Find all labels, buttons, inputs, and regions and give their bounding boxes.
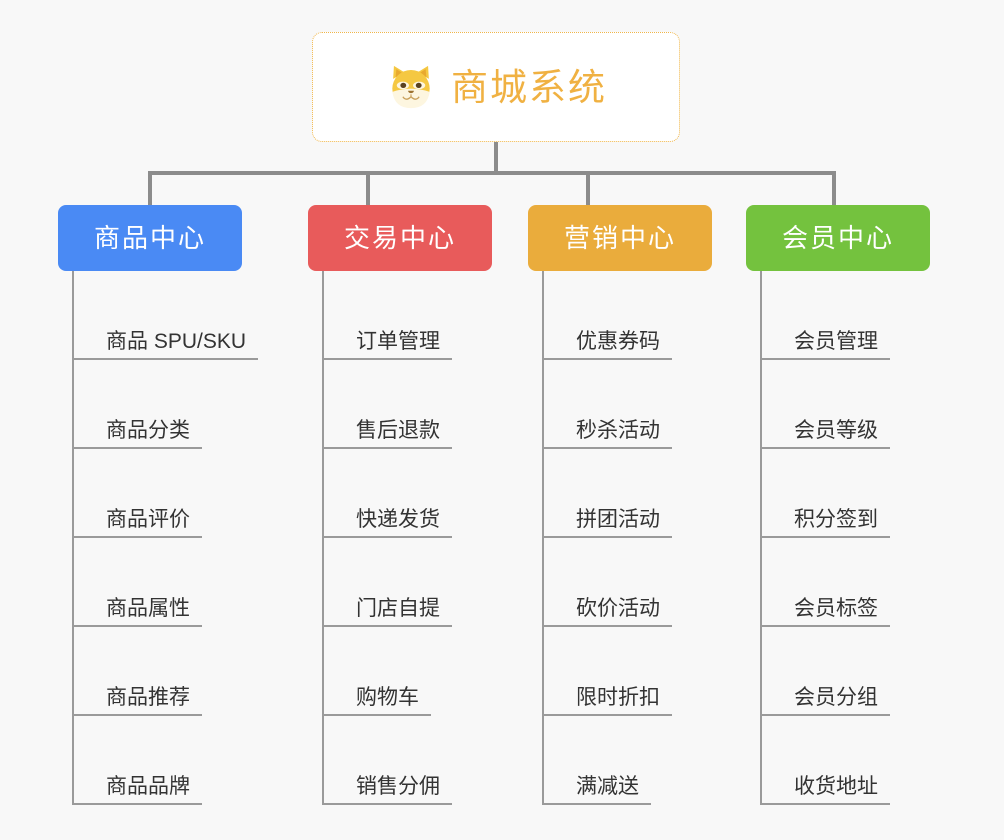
shiba-dog-emoji: [392, 65, 430, 109]
leaf-underline: 拼团活动: [542, 508, 672, 538]
leaf-item[interactable]: 购物车: [322, 627, 431, 716]
leaf-item[interactable]: 商品属性: [72, 538, 202, 627]
leaf-underline: 限时折扣: [542, 686, 672, 716]
branch-box-member[interactable]: 会员中心: [746, 205, 930, 271]
leaf-item-label: 优惠券码: [576, 329, 660, 353]
leaf-underline: 会员等级: [760, 419, 890, 449]
leaf-item-label: 商品品牌: [106, 774, 190, 798]
leaf-underline: 商品评价: [72, 508, 202, 538]
leaf-item-label: 快递发货: [356, 507, 440, 531]
leaf-underline: 商品 SPU/SKU: [72, 329, 259, 360]
leaf-item[interactable]: 会员标签: [760, 538, 890, 627]
leaf-underline: 订单管理: [322, 330, 452, 360]
leaf-item-label: 商品推荐: [106, 685, 190, 709]
leaf-item-label: 售后退款: [356, 418, 440, 442]
connector-drop-3: [586, 171, 590, 207]
leaf-item[interactable]: 门店自提: [322, 538, 452, 627]
connector-drop-4: [832, 171, 836, 207]
leaf-underline: 门店自提: [322, 597, 452, 627]
leaf-item[interactable]: 商品品牌: [72, 716, 202, 805]
connector-stem: [494, 142, 498, 174]
leaf-underline: 售后退款: [322, 419, 452, 449]
leaf-item-label: 会员分组: [794, 685, 878, 709]
leaf-item[interactable]: 秒杀活动: [542, 360, 672, 449]
leaf-item[interactable]: 商品评价: [72, 449, 202, 538]
leaf-item[interactable]: 会员管理: [760, 271, 890, 360]
leaf-item[interactable]: 商品 SPU/SKU: [72, 271, 259, 360]
leaf-item[interactable]: 售后退款: [322, 360, 452, 449]
leaf-underline: 快递发货: [322, 508, 452, 538]
leaf-item[interactable]: 限时折扣: [542, 627, 672, 716]
leaf-item[interactable]: 会员等级: [760, 360, 890, 449]
leaf-trunk-line: [760, 271, 762, 805]
branch-box-trade[interactable]: 交易中心: [308, 205, 492, 271]
leaf-item[interactable]: 销售分佣: [322, 716, 452, 805]
leaf-trunk-line: [322, 271, 324, 805]
branch-box-product[interactable]: 商品中心: [58, 205, 242, 271]
leaf-item[interactable]: 优惠券码: [542, 271, 672, 360]
leaf-item[interactable]: 会员分组: [760, 627, 890, 716]
root-title: 商城系统: [451, 66, 607, 108]
leaf-underline: 满减送: [542, 775, 651, 805]
leaf-underline: 商品推荐: [72, 686, 202, 716]
leaf-item[interactable]: 积分签到: [760, 449, 890, 538]
leaf-item-label: 砍价活动: [576, 596, 660, 620]
leaf-item-label: 商品评价: [106, 507, 190, 531]
leaf-item-label: 购物车: [356, 685, 419, 709]
leaf-item-label: 秒杀活动: [576, 418, 660, 442]
leaf-item-label: 收货地址: [794, 774, 878, 798]
leaf-item[interactable]: 拼团活动: [542, 449, 672, 538]
leaf-underline: 会员标签: [760, 597, 890, 627]
leaf-item-label: 满减送: [576, 774, 639, 798]
leaf-item-label: 商品 SPU/SKU: [106, 329, 247, 353]
leaf-trunk-line: [72, 271, 74, 805]
branch-box-marketing[interactable]: 营销中心: [528, 205, 712, 271]
leaf-item[interactable]: 砍价活动: [542, 538, 672, 627]
leaf-item[interactable]: 快递发货: [322, 449, 452, 538]
leaf-item[interactable]: 收货地址: [760, 716, 890, 805]
leaf-item-label: 订单管理: [356, 329, 440, 353]
leaf-underline: 秒杀活动: [542, 419, 672, 449]
leaf-trunk-line: [542, 271, 544, 805]
leaf-item-label: 会员标签: [794, 596, 878, 620]
connector-spine: [148, 171, 836, 175]
leaf-item-label: 会员等级: [794, 418, 878, 442]
root-node[interactable]: 商城系统: [312, 32, 680, 142]
branch-label: 会员中心: [781, 223, 894, 253]
leaf-underline: 购物车: [322, 686, 431, 716]
connector-drop-1: [148, 171, 152, 207]
leaf-underline: 商品品牌: [72, 775, 202, 805]
leaf-underline: 收货地址: [760, 775, 890, 805]
leaf-underline: 销售分佣: [322, 775, 452, 805]
branch-label: 交易中心: [343, 223, 456, 253]
leaf-underline: 会员分组: [760, 686, 890, 716]
leaf-underline: 积分签到: [760, 508, 890, 538]
leaf-item[interactable]: 商品推荐: [72, 627, 202, 716]
leaf-item-label: 销售分佣: [356, 774, 440, 798]
leaf-item[interactable]: 订单管理: [322, 271, 452, 360]
leaf-underline: 商品属性: [72, 597, 202, 627]
leaf-underline: 商品分类: [72, 419, 202, 449]
leaf-underline: 优惠券码: [542, 330, 672, 360]
branch-label: 商品中心: [93, 223, 206, 253]
leaf-item[interactable]: 商品分类: [72, 360, 202, 449]
leaf-item-label: 门店自提: [356, 596, 440, 620]
leaf-item-label: 会员管理: [794, 329, 878, 353]
leaf-item-label: 积分签到: [794, 507, 878, 531]
leaf-item-label: 商品分类: [106, 418, 190, 442]
leaf-item-label: 拼团活动: [576, 507, 660, 531]
leaf-underline: 会员管理: [760, 330, 890, 360]
branch-label: 营销中心: [563, 223, 676, 253]
connector-drop-2: [366, 171, 370, 207]
leaf-underline: 砍价活动: [542, 597, 672, 627]
leaf-item-label: 商品属性: [106, 596, 190, 620]
leaf-item[interactable]: 满减送: [542, 716, 651, 805]
leaf-item-label: 限时折扣: [576, 685, 660, 709]
